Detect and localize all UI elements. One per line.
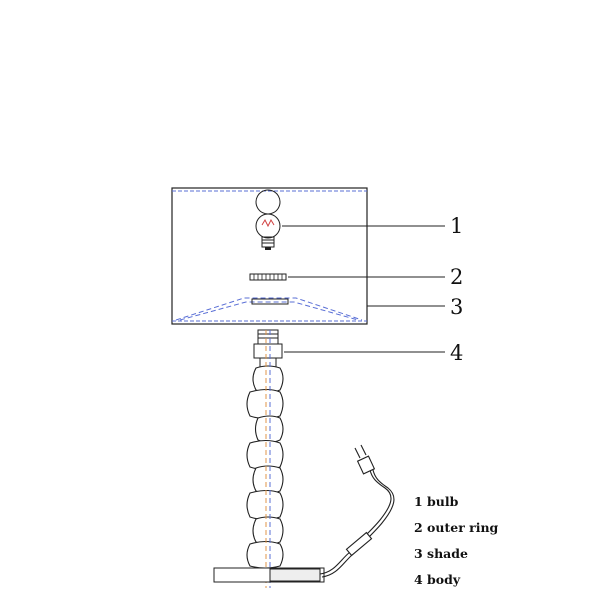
leader-lines [282, 225, 445, 353]
body-stones [246, 365, 284, 569]
base [213, 567, 325, 583]
callout-1: 1 [450, 214, 463, 238]
parts-legend: 1 bulb 2 outer ring 3 shade 4 body [414, 489, 498, 593]
legend-item: 1 bulb [414, 494, 459, 509]
callout-2: 2 [450, 265, 463, 289]
outer-ring [249, 273, 287, 281]
callout-3: 3 [450, 295, 463, 319]
power-cord [319, 444, 395, 578]
socket [253, 329, 283, 369]
legend-item: 4 body [414, 572, 461, 587]
bulb-icon [255, 189, 281, 250]
legend-item: 3 shade [414, 546, 468, 561]
legend-item: 2 outer ring [414, 520, 499, 535]
callout-4: 4 [450, 341, 463, 365]
shade [171, 187, 368, 325]
